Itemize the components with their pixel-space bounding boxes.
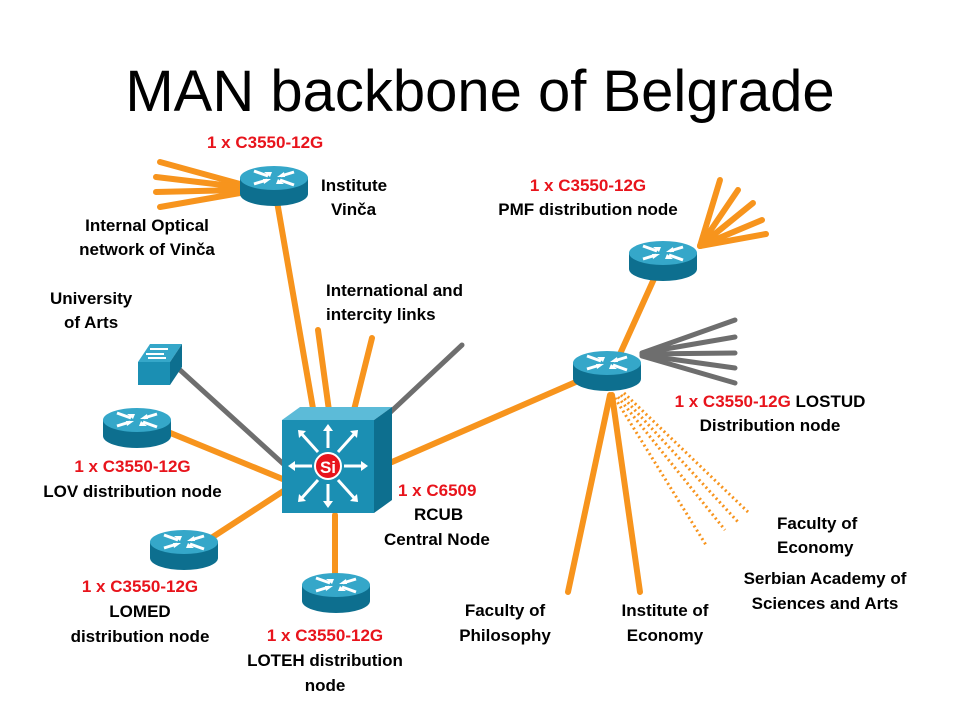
dotted-link [619,393,740,524]
link-arts [177,367,293,473]
pmf-fan [697,177,723,249]
arts-label-2: of Arts [64,313,119,332]
lostud-fan [639,350,738,357]
arts-label-1: University [50,289,133,308]
vinca-name-label-2: Vinča [331,200,377,219]
central-model-label: 1 x C6509 [398,481,477,500]
link-philosophy [565,392,613,595]
economy-label-2: Economy [777,538,854,557]
core-switch-icon [282,407,392,513]
vinca-fan [157,190,243,210]
lomed-model-label: 1 x C3550-12G [81,577,199,596]
pmf-fan [697,200,756,249]
dotted-link [622,391,750,514]
lov-name-label: LOV distribution node [43,482,222,501]
pmf-fan [697,187,741,249]
lov-model-label: 1 x C3550-12G [74,457,191,476]
philosophy-label-1: Faculty of [464,601,546,620]
page-title: MAN backbone of Belgrade [125,59,835,124]
intl-links-label-1: International and [326,281,463,300]
vinca-model-label: 1 x C3550-12G [207,133,324,152]
lostud-model-label: 1 x C3550-12G LOSTUD [640,390,900,414]
central-name-label-2: Central Node [384,530,490,549]
sanu-label-1: Serbian Academy of [743,569,907,588]
optical-label-2: network of Vinča [79,240,215,259]
philosophy-label-2: Philosophy [459,626,551,645]
central-name-label-1: RCUB [414,505,464,524]
router-icon-lostud [571,349,643,393]
switch-icon [138,344,182,385]
router-icon-vinca [238,164,310,208]
lostud-model: 1 x C3550-12G [674,392,791,411]
link-inst-econ [609,392,643,595]
link-intl-gray [379,342,465,423]
lostud-fan [639,352,738,371]
dotted-links [613,391,750,546]
gray-links [177,317,738,473]
link-lostud [389,375,588,465]
lostud-name-label: Distribution node [699,416,841,435]
link-intl-2 [349,335,375,421]
loteh-name-label-1: LOTEH distribution [247,651,403,670]
router-icon-pmf [627,239,699,283]
lomed-name-label-1: LOMED [109,602,171,621]
vinca-fan [157,159,243,187]
economy-label-1: Faculty of [777,514,858,533]
link-lov [165,429,288,483]
link-pmf [612,267,661,368]
lostud-fan [639,334,738,356]
loteh-name-label-2: node [304,676,346,695]
router-icon-lomed [148,528,220,572]
pmf-name-label: PMF distribution node [498,200,678,219]
optical-label-1: Internal Optical [85,216,209,235]
link-vinca [272,187,318,423]
lostud-fan [639,317,738,356]
link-intl-1 [315,327,333,421]
router-icon-loteh [300,571,372,615]
lostud-suffix: LOSTUD [790,392,866,411]
router-icon-lov [101,406,173,450]
core-switch-badge: Si [320,458,336,477]
intl-links-label-2: intercity links [326,305,436,324]
inst-econ-label-2: Economy [626,626,704,645]
dotted-link [613,397,708,546]
dotted-link [616,396,727,531]
inst-econ-label-1: Institute of [621,601,709,620]
sanu-label-2: Sciences and Arts [751,594,899,613]
vinca-fan [153,187,243,195]
vinca-name-label-1: Institute [321,176,388,195]
pmf-fan [697,231,769,249]
lomed-name-label-2: distribution node [70,627,210,646]
loteh-model-label: 1 x C3550-12G [266,626,384,645]
pmf-model-label: 1 x C3550-12G [529,176,647,195]
lostud-fan [639,353,738,386]
vinca-fan [153,174,243,190]
